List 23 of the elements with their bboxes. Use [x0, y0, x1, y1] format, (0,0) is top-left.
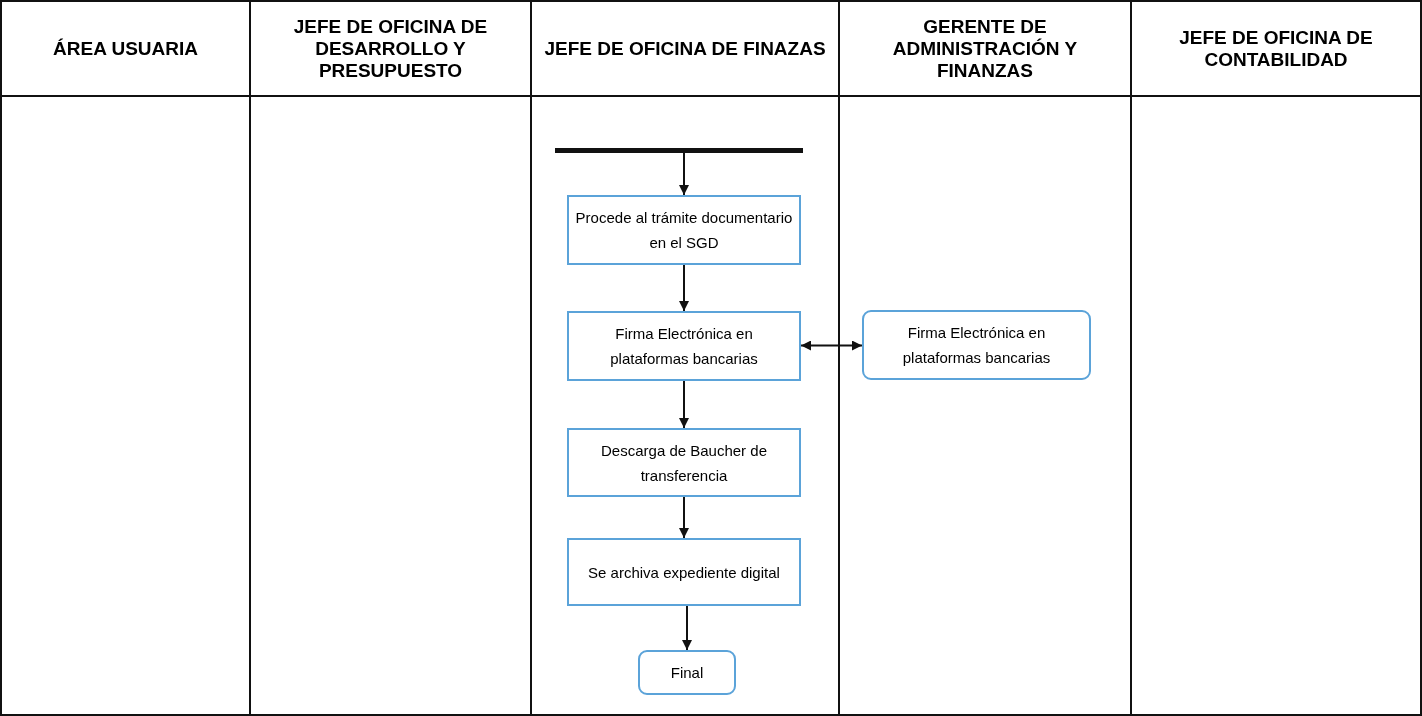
lane-header: JEFE DE OFICINA DE DESARROLLO Y PRESUPUESTO — [292, 15, 489, 82]
arrow — [679, 496, 689, 539]
lane-header: GERENTE DE ADMINISTRACIÓN Y FINANZAS — [891, 15, 1079, 82]
arrow — [679, 152, 689, 196]
swimlane — [838, 0, 1132, 716]
arrow — [679, 380, 689, 429]
swimlane — [530, 0, 840, 716]
lane-header: ÁREA USUARIA — [52, 37, 199, 60]
process-box: Firma Electrónica en plataformas bancarias — [567, 311, 801, 381]
arrow — [800, 340, 863, 351]
process-box: Se archiva expediente digital — [567, 538, 801, 606]
lane-header: JEFE DE OFICINA DE FINAZAS — [543, 37, 827, 60]
terminal-box: Final — [638, 650, 736, 695]
arrow — [679, 264, 689, 312]
start-bar — [555, 148, 803, 153]
process-box: Descarga de Baucher de transferencia — [567, 428, 801, 497]
arrow — [682, 605, 692, 651]
terminal-box: Firma Electrónica en plataformas bancarias — [862, 310, 1091, 380]
swimlane — [1130, 0, 1422, 716]
swimlane — [249, 0, 532, 716]
lane-header: JEFE DE OFICINA DE CONTABILIDAD — [1178, 26, 1374, 71]
swimlane — [0, 0, 251, 716]
process-box: Procede al trámite documentario en el SGD — [567, 195, 801, 265]
